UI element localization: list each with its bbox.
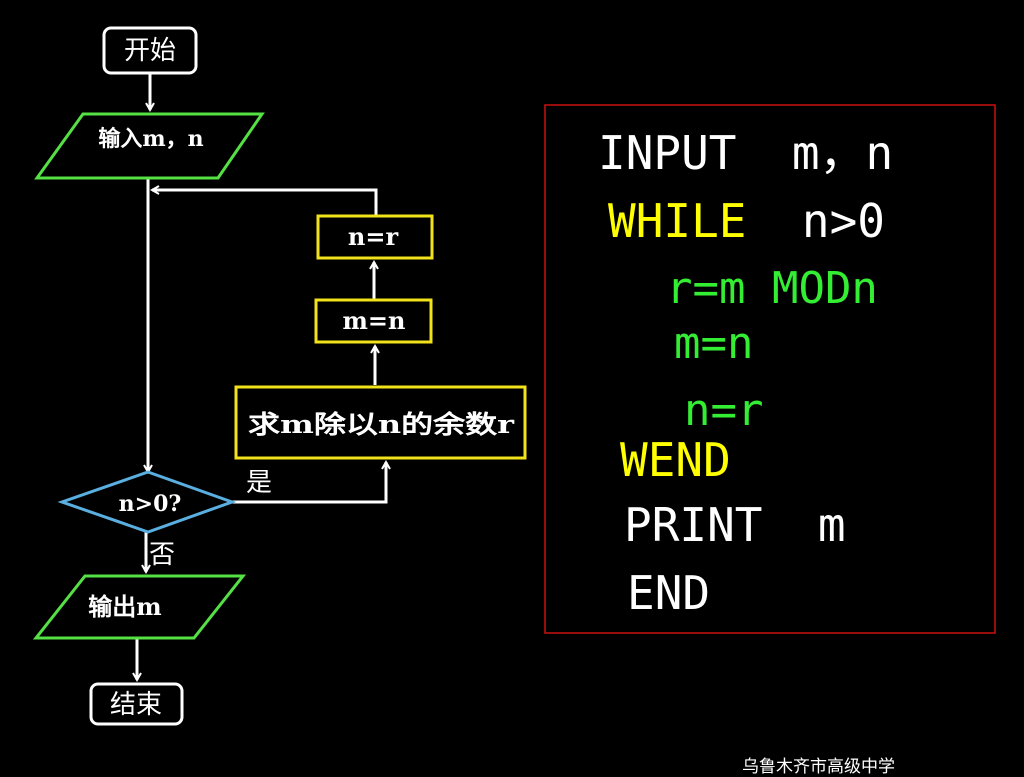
end-label: 结束 <box>110 690 162 720</box>
start-terminal <box>102 26 198 75</box>
code-line-wend: WEND <box>620 433 731 487</box>
code-line-assign-mn: m=n <box>674 318 754 369</box>
code-line-input: INPUT m，n <box>598 126 894 180</box>
output-parallelogram <box>32 574 247 640</box>
assign-mn-box <box>314 298 433 344</box>
while-condition: n>0 <box>746 194 885 248</box>
arrow-loop-back <box>152 190 378 216</box>
remainder-label: 求m除以n的余数r <box>248 410 515 439</box>
code-line-end: END <box>627 566 711 620</box>
input-label: 输入m，n <box>98 126 203 152</box>
condition-diamond <box>57 470 237 534</box>
start-label: 开始 <box>124 36 176 66</box>
code-line-while: WHILE n>0 <box>608 198 885 244</box>
end-terminal <box>89 682 184 726</box>
while-keyword: WHILE <box>608 194 747 248</box>
condition-label: n>0? <box>119 491 182 517</box>
assign-mn-label: m=n <box>343 306 406 335</box>
yes-label: 是 <box>246 468 272 498</box>
assign-nr-label: n=r <box>348 222 399 251</box>
input-parallelogram <box>34 112 265 180</box>
code-line-remainder: r=m MODn <box>666 263 878 314</box>
connector-lines <box>137 73 386 680</box>
code-box <box>544 104 996 634</box>
arrow-yes-to-remainder <box>232 462 386 504</box>
assign-nr-box <box>316 214 434 260</box>
code-line-assign-nr: n=r <box>684 385 764 436</box>
remainder-process-box <box>234 385 527 460</box>
output-label: 输出m <box>88 592 161 621</box>
no-label: 否 <box>149 540 175 570</box>
footer-school-name: 乌鲁木齐市高级中学 <box>742 757 895 777</box>
code-line-print: PRINT m <box>624 498 846 552</box>
